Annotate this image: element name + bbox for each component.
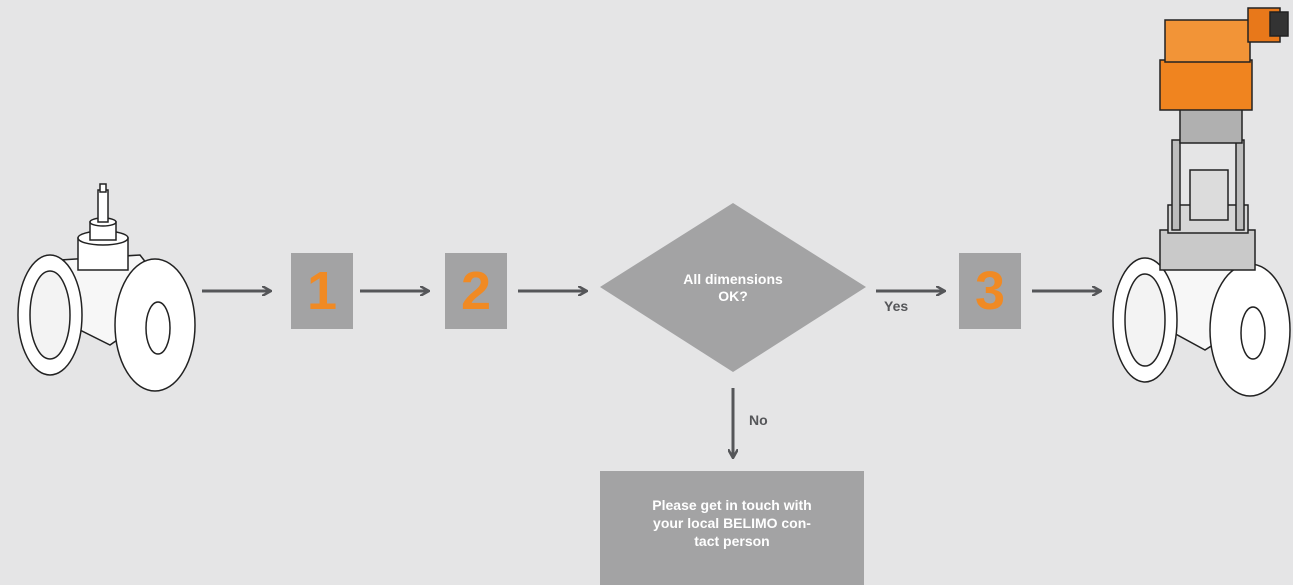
step-1-box: 1 xyxy=(291,253,353,329)
contact-box: Please get in touch with your local BELI… xyxy=(600,471,864,585)
old-valve-icon xyxy=(17,183,196,392)
step-1-number: 1 xyxy=(306,261,338,321)
decision-label: All dimensions OK? xyxy=(640,271,826,305)
contact-line-1: Please get in touch with xyxy=(652,497,812,513)
no-label: No xyxy=(749,412,768,428)
step-2-number: 2 xyxy=(460,261,492,321)
step-3-box: 3 xyxy=(959,253,1021,329)
step-3-number: 3 xyxy=(974,261,1006,321)
decision-line-2: OK? xyxy=(718,288,748,304)
yes-label: Yes xyxy=(884,298,909,314)
contact-line-2: your local BELIMO con- xyxy=(653,515,811,531)
contact-line-3: tact person xyxy=(694,533,770,549)
decision-diamond xyxy=(600,203,866,372)
contact-text: Please get in touch with your local BELI… xyxy=(600,496,864,550)
valve-with-actuator-icon xyxy=(1112,7,1291,397)
step-2-box: 2 xyxy=(445,253,507,329)
decision-line-1: All dimensions xyxy=(683,271,783,287)
